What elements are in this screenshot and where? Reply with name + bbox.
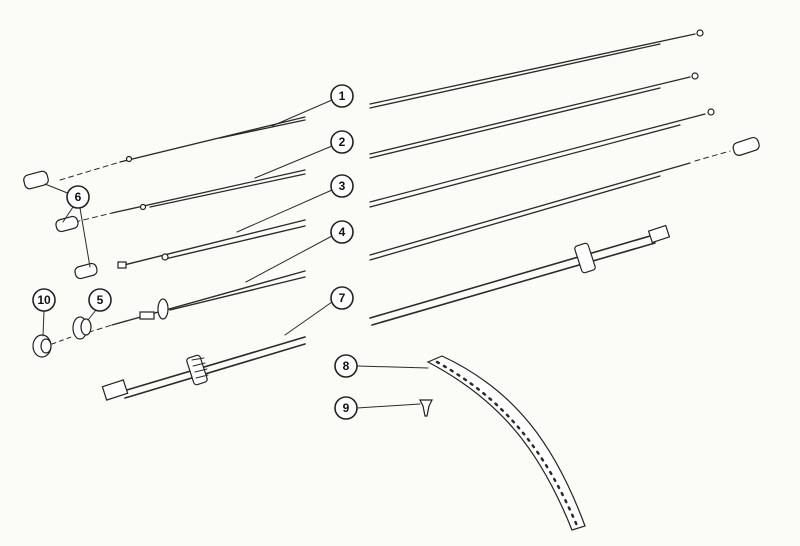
callout-8: 8 xyxy=(334,354,358,378)
callout-5: 5 xyxy=(88,288,112,312)
svg-text:9: 9 xyxy=(343,401,350,415)
cable-3-left xyxy=(117,219,306,269)
callout-9: 9 xyxy=(334,396,358,420)
svg-text:3: 3 xyxy=(339,179,346,193)
cable-4-left xyxy=(79,270,306,336)
callout-7: 7 xyxy=(330,286,354,310)
svg-text:1: 1 xyxy=(339,89,346,103)
svg-text:6: 6 xyxy=(75,190,82,204)
svg-text:7: 7 xyxy=(339,291,346,305)
end-caps-6 xyxy=(23,170,98,280)
callout-10: 10 xyxy=(32,288,56,312)
svg-text:10: 10 xyxy=(37,293,51,307)
callout-3: 3 xyxy=(330,174,354,198)
svg-text:5: 5 xyxy=(97,293,104,307)
grommet-10 xyxy=(32,334,52,358)
cable-7-left xyxy=(101,336,306,401)
cable-end-cap xyxy=(732,136,760,156)
cable-3-right xyxy=(369,108,715,208)
svg-text:2: 2 xyxy=(339,135,346,149)
clip-9 xyxy=(419,399,433,417)
callout-2: 2 xyxy=(330,130,354,154)
callout-6: 6 xyxy=(66,185,90,209)
callout-1: 1 xyxy=(330,84,354,108)
cable-4-right xyxy=(369,136,760,261)
cable-1-right xyxy=(369,29,704,109)
svg-text:8: 8 xyxy=(343,359,350,373)
callout-4: 4 xyxy=(330,220,354,244)
leader-lines xyxy=(42,99,429,409)
cable-7-right xyxy=(369,224,671,326)
cable-2-right xyxy=(369,72,699,159)
cable-1-left xyxy=(59,116,306,181)
svg-text:4: 4 xyxy=(339,225,346,239)
cable-2-left xyxy=(74,169,306,223)
perforated-strip-8 xyxy=(426,355,586,531)
grommet-5 xyxy=(72,316,92,340)
